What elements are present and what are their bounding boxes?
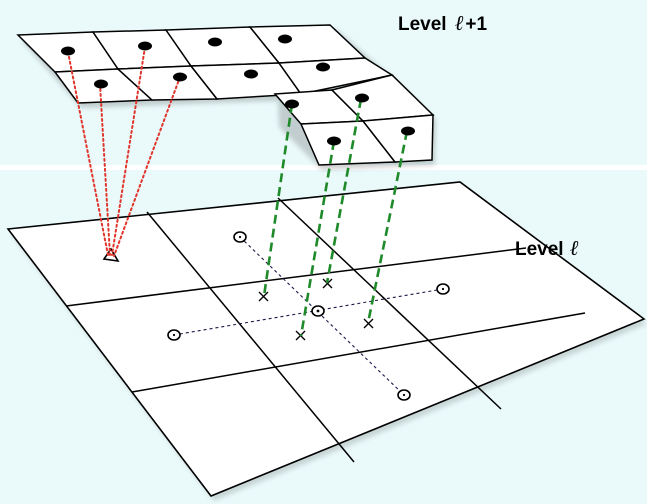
lower-grid-col-line — [277, 197, 502, 410]
upper-level-suffix: +1 — [465, 14, 487, 35]
coarse-stencil-lines — [173, 236, 444, 396]
center-node-icon — [311, 305, 325, 317]
filled-node-icon — [138, 41, 152, 51]
filled-node-icon — [278, 34, 292, 44]
cross-icon — [322, 278, 333, 289]
coarse-node-icon — [397, 389, 411, 401]
filled-node-icon — [327, 136, 341, 146]
filled-node-icon — [355, 93, 369, 103]
lower-grid-col-line — [146, 211, 355, 463]
coarse-node-icon — [436, 283, 450, 295]
cross-icon — [363, 318, 374, 329]
filled-node-icon — [401, 126, 415, 136]
red-dotted-connectors — [67, 46, 181, 257]
filled-node-icon — [173, 72, 187, 82]
green-dashed-connectors — [262, 98, 409, 337]
upper-cell — [361, 114, 434, 163]
coarse-node-icon — [233, 231, 247, 243]
lower-grid-row-line — [65, 247, 527, 307]
lower-level-word: Level — [515, 239, 564, 260]
filled-node-icon — [316, 62, 330, 72]
cross-icon — [258, 291, 269, 302]
lower-level-symbol: ℓ — [570, 236, 579, 260]
coarse-node-markers — [167, 231, 450, 401]
upper-level-symbol: ℓ — [455, 11, 464, 35]
lower-grid-plane — [6, 181, 646, 497]
lower-grid — [6, 181, 647, 501]
lower-grid-row-line — [131, 312, 586, 393]
filled-node-icon — [208, 37, 222, 47]
fine-node-markers — [61, 34, 415, 146]
upper-grid — [16, 24, 436, 170]
filled-node-icon — [285, 99, 299, 109]
upper-level-word: Level — [398, 14, 447, 35]
filled-node-icon — [244, 69, 258, 79]
filled-node-icon — [61, 46, 75, 56]
coarse-node-icon — [167, 329, 181, 341]
filled-node-icon — [94, 79, 108, 89]
